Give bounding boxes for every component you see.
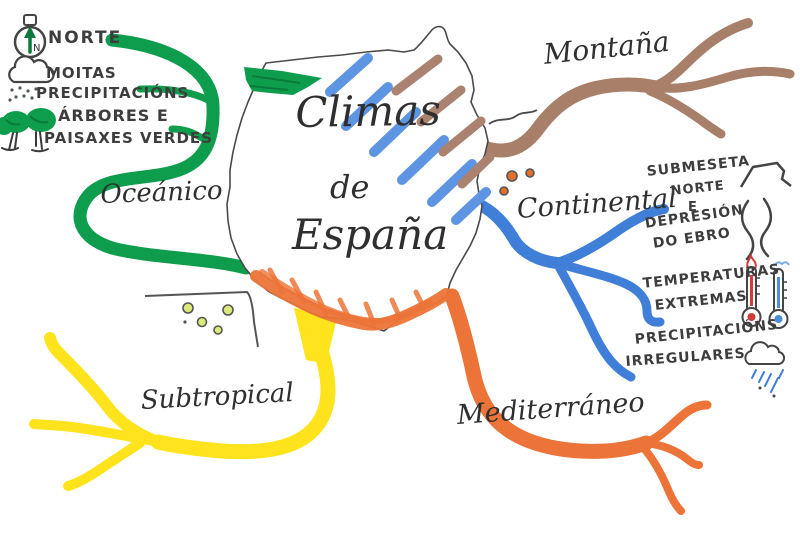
precipitacions-label: PRECIPITACIÓNS xyxy=(36,84,190,102)
plateau-icon xyxy=(739,161,792,188)
moitas-label: MOITAS xyxy=(46,64,117,82)
map-stripes-brown xyxy=(391,54,495,189)
map-stripes-blue xyxy=(325,53,491,225)
compass-north-icon: N xyxy=(13,14,47,59)
paisaxes-label: PAISAXES VERDES xyxy=(44,129,213,147)
trees-icon xyxy=(0,108,56,153)
ink-squiggle xyxy=(488,109,538,125)
norte-label: NORTE xyxy=(48,28,123,48)
title-line2: de xyxy=(330,168,370,206)
rain-cloud-icon xyxy=(8,55,55,102)
title-line3: España xyxy=(292,210,449,259)
river-icon xyxy=(740,197,773,261)
oceanico-label: Oceánico xyxy=(100,175,224,210)
rain-cloud-small-icon xyxy=(744,341,786,398)
title-line1: Climas xyxy=(295,85,442,137)
compass-letter: N xyxy=(33,43,40,54)
branch-oceanico xyxy=(73,33,253,275)
canary-islands-inset xyxy=(144,290,259,348)
map-region-orange-scribble xyxy=(250,267,452,331)
thermometers-icon xyxy=(741,253,790,329)
branch-subtropical xyxy=(29,308,338,491)
branch-continental xyxy=(476,200,669,382)
branch-montana xyxy=(479,18,795,158)
arbores-label: ÁRBORES E xyxy=(58,106,169,125)
balearic-islands-dots xyxy=(499,168,535,196)
map-region-green xyxy=(244,67,322,95)
branch-mediterraneo xyxy=(444,288,712,515)
submeseta-line3: E xyxy=(688,200,698,215)
